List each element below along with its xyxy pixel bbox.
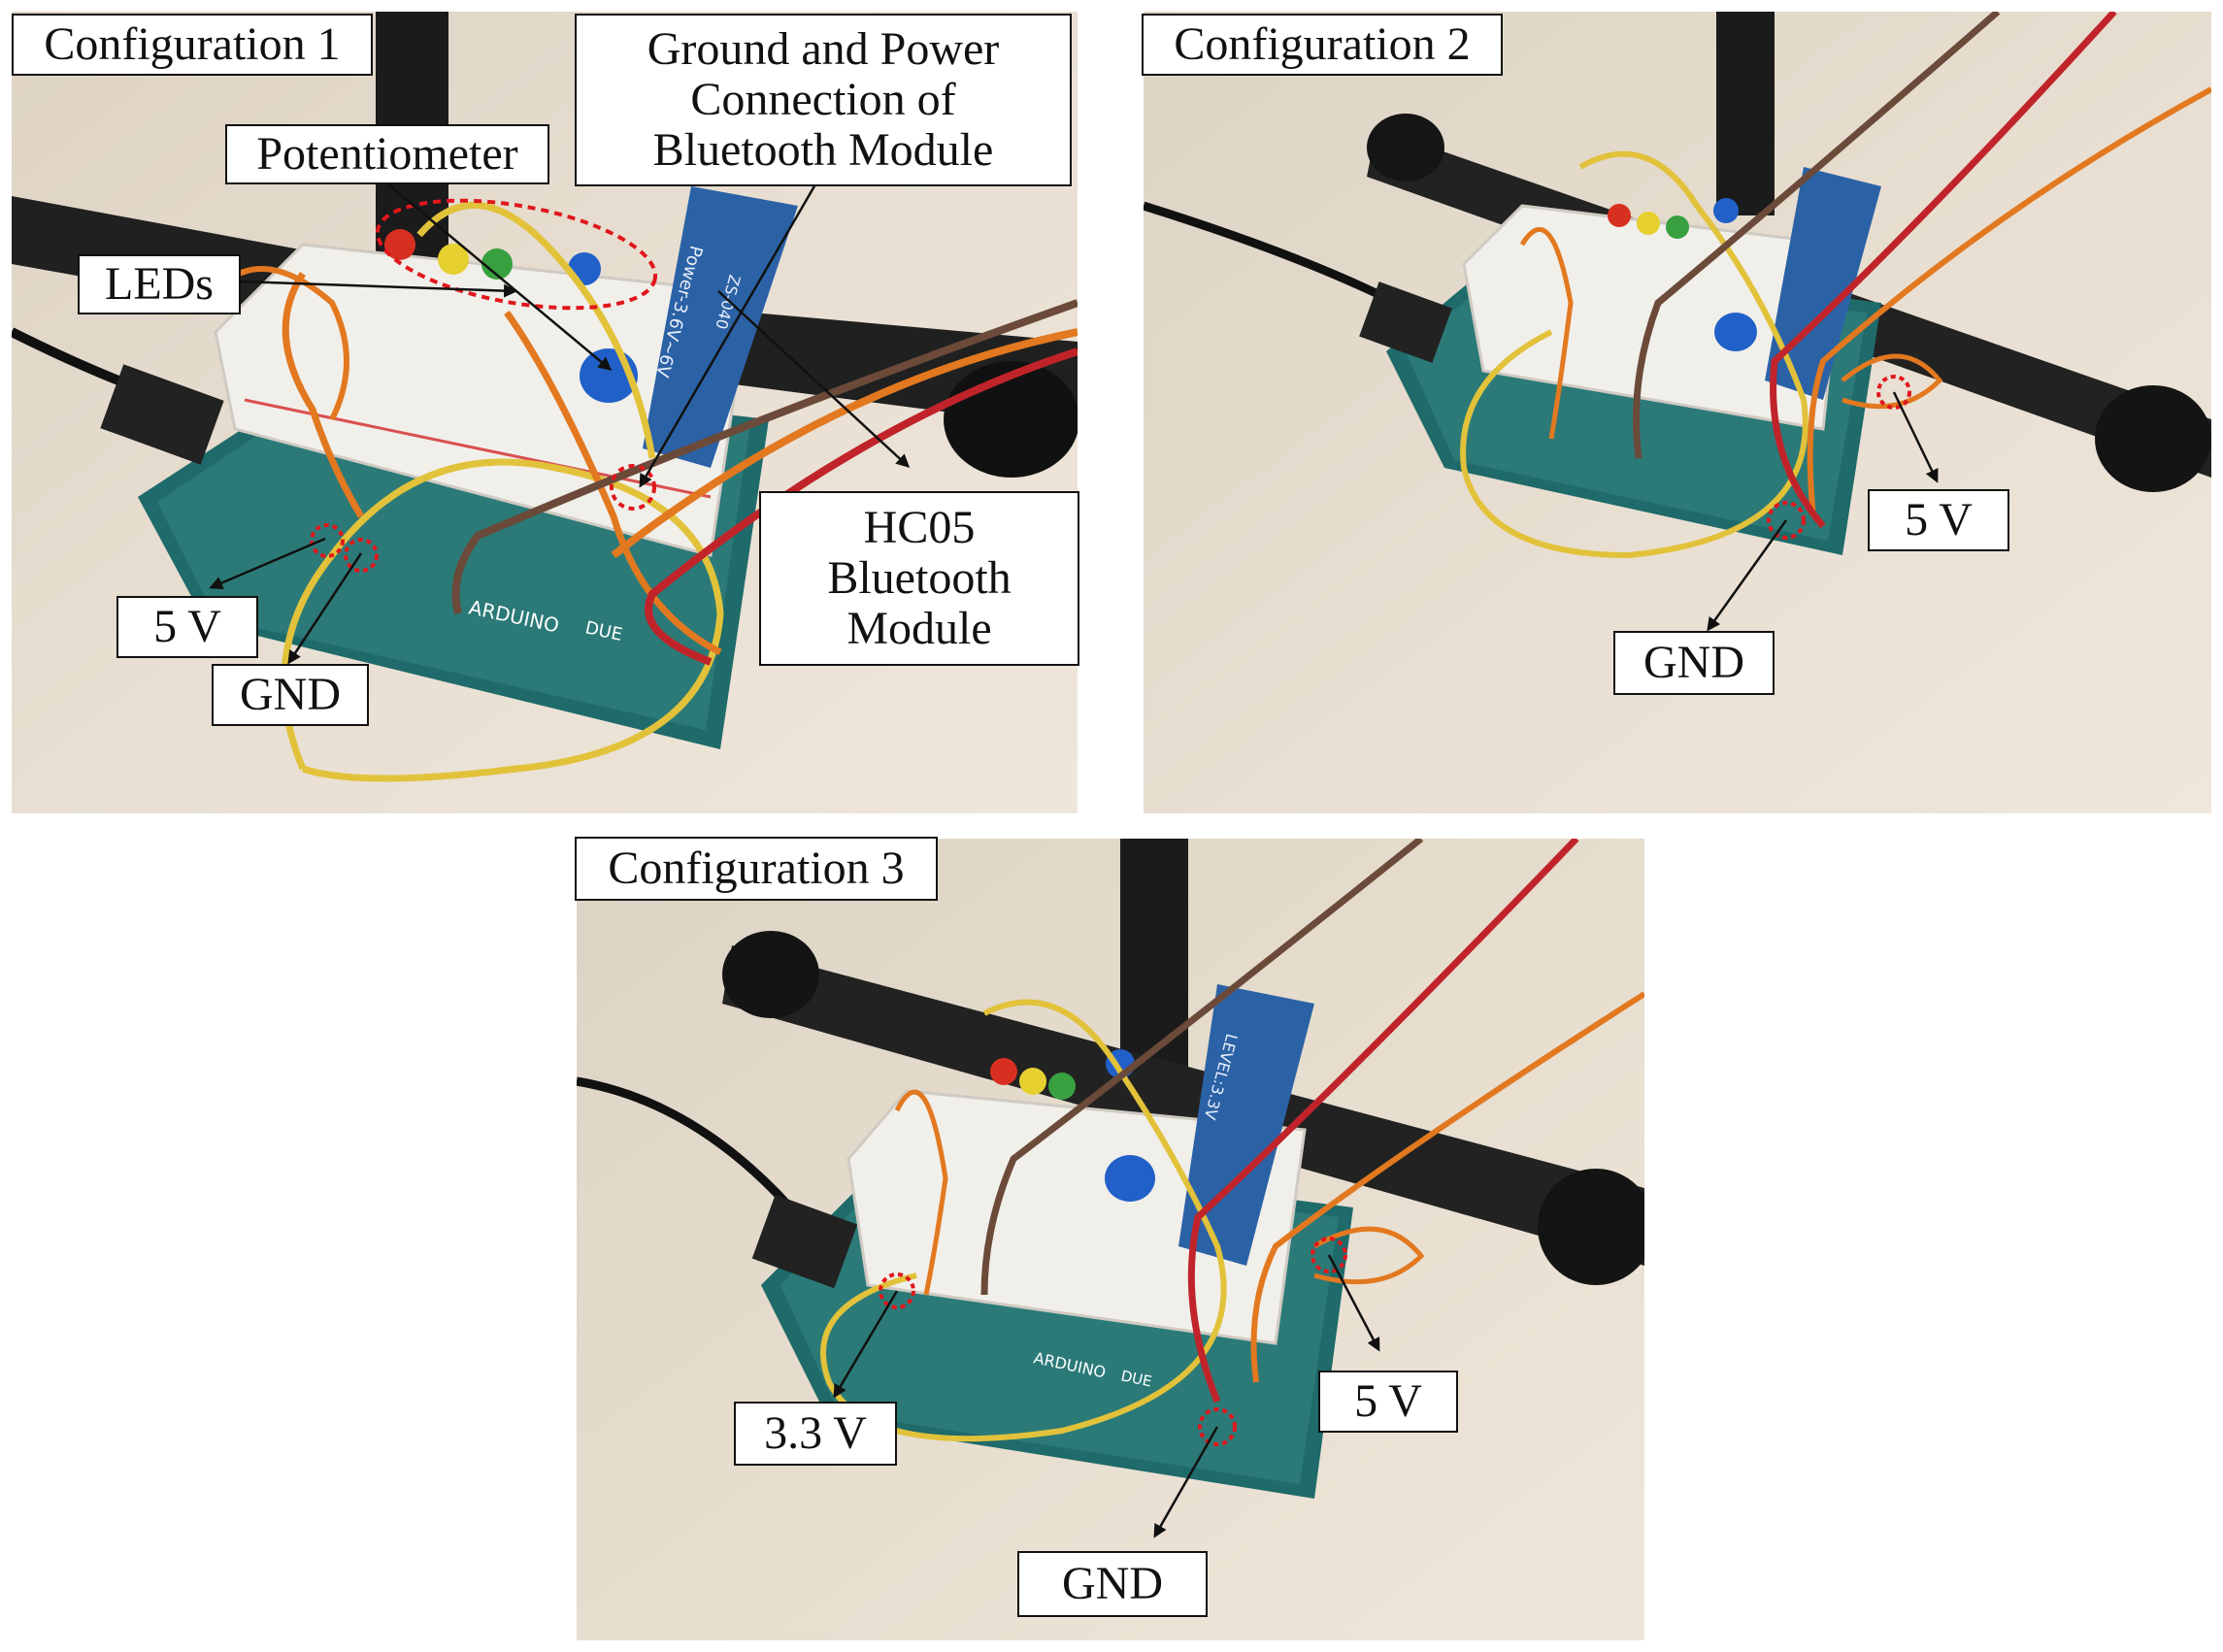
label-gnd-config-1: GND bbox=[212, 664, 369, 726]
label-5v-config-1: 5 V bbox=[116, 596, 258, 658]
label-leds-text: LEDs bbox=[105, 258, 214, 311]
label-potentiometer: Potentiometer bbox=[225, 124, 549, 184]
title-configuration-3-text: Configuration 3 bbox=[608, 843, 905, 895]
label-3v3-config-3: 3.3 V bbox=[734, 1402, 897, 1466]
label-5v-config-3-text: 5 V bbox=[1354, 1375, 1422, 1428]
label-ground-power-line2: Connection of bbox=[690, 74, 956, 126]
label-leds: LEDs bbox=[78, 254, 241, 314]
label-potentiometer-text: Potentiometer bbox=[256, 128, 518, 181]
label-gnd-config-1-text: GND bbox=[240, 669, 341, 721]
photo-panel-configuration-3: ARDUINO DUE LEVEL:3.3V bbox=[577, 839, 1644, 1640]
label-ground-power-line1: Ground and Power bbox=[647, 23, 1000, 76]
label-ground-power-line3: Bluetooth Module bbox=[652, 123, 994, 176]
label-hc05-line2: Bluetooth bbox=[827, 552, 1012, 605]
photo-configuration-3: ARDUINO DUE LEVEL:3.3V bbox=[577, 839, 1644, 1640]
label-hc05-bluetooth-module: HC05 Bluetooth Module bbox=[759, 491, 1079, 666]
label-gnd-config-2: GND bbox=[1613, 631, 1775, 695]
title-configuration-2: Configuration 2 bbox=[1142, 14, 1503, 76]
label-ground-power-connection: Ground and Power Connection of Bluetooth… bbox=[575, 14, 1072, 186]
label-5v-config-2-text: 5 V bbox=[1905, 494, 1973, 546]
label-3v3-config-3-text: 3.3 V bbox=[764, 1407, 867, 1460]
label-hc05-line3: Module bbox=[846, 602, 992, 654]
3v3-pin-marker-3 bbox=[879, 1272, 915, 1309]
label-5v-config-2: 5 V bbox=[1868, 489, 2009, 551]
label-5v-config-3: 5 V bbox=[1318, 1371, 1458, 1433]
bt-power-marker bbox=[610, 464, 656, 511]
title-configuration-3: Configuration 3 bbox=[575, 837, 938, 901]
title-configuration-1-text: Configuration 1 bbox=[44, 18, 341, 71]
label-gnd-config-2-text: GND bbox=[1643, 637, 1744, 689]
title-configuration-2-text: Configuration 2 bbox=[1174, 18, 1471, 71]
title-configuration-1: Configuration 1 bbox=[12, 14, 373, 76]
label-gnd-config-3-text: GND bbox=[1062, 1558, 1163, 1610]
label-hc05-line1: HC05 bbox=[863, 502, 976, 554]
label-gnd-config-3: GND bbox=[1017, 1551, 1208, 1617]
label-5v-config-1-text: 5 V bbox=[153, 601, 221, 653]
